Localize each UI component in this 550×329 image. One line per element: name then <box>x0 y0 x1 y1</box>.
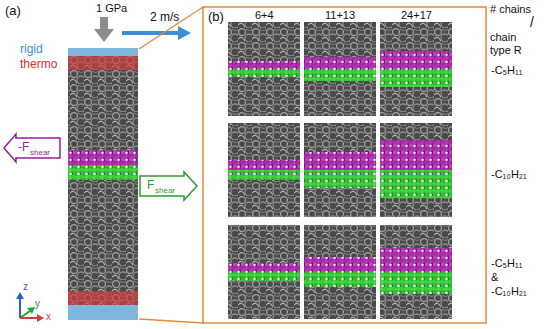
row-label: & <box>491 271 498 284</box>
column-header: 11+13 <box>325 9 355 22</box>
purple-chains <box>380 140 452 170</box>
snapshot <box>304 22 376 116</box>
axis-label: x <box>46 311 51 323</box>
velocity-arrow <box>122 31 180 35</box>
axis-label: z <box>23 281 28 293</box>
velocity-label: 2 m/s <box>150 11 179 25</box>
snapshot <box>228 22 300 116</box>
row-label: -C₁₀H₂₁ <box>491 285 527 298</box>
snapshot <box>304 225 376 319</box>
purple-chains <box>228 263 300 272</box>
thermo-layer <box>68 56 138 70</box>
purple-chains <box>380 51 452 69</box>
layer-label: rigid <box>20 43 43 57</box>
separator: / <box>530 14 534 30</box>
purple-chains <box>228 160 300 170</box>
green-chains <box>228 170 300 180</box>
purple-chains <box>228 61 300 69</box>
velocity-arrow <box>178 26 191 40</box>
axis-x <box>20 317 38 319</box>
rigid-layer <box>68 305 138 320</box>
column-header: 6+4 <box>255 9 274 22</box>
force-subscript: shear <box>155 186 175 195</box>
snapshot <box>228 123 300 217</box>
axis-z <box>19 298 21 318</box>
snapshot <box>380 123 452 217</box>
rigid-layer <box>68 48 138 56</box>
axis-y <box>20 311 30 318</box>
purple-chains <box>304 152 376 170</box>
axis-y <box>27 307 35 314</box>
layer-label: thermo <box>20 58 57 72</box>
green-chains <box>228 272 300 281</box>
snapshot <box>304 123 376 217</box>
force-subscript: shear <box>30 148 50 157</box>
load-arrow <box>94 29 114 42</box>
panel-letter: (b) <box>208 10 224 25</box>
panel-letter: (a) <box>5 4 21 19</box>
purple-chains <box>380 248 452 272</box>
force-label: F <box>147 179 154 193</box>
zoom-line <box>139 7 203 49</box>
row-label: -C₅H₁₁ <box>491 64 522 77</box>
axis-title: # chains <box>490 3 531 16</box>
thermo-texture <box>68 291 138 305</box>
zoom-line <box>139 319 203 323</box>
axis-label: y <box>35 298 40 310</box>
shear-arrow <box>4 134 60 162</box>
simulation-box <box>68 48 138 320</box>
row-label: -C₅H₁₁ <box>491 257 522 270</box>
panel-frame <box>203 7 486 323</box>
green-chains <box>304 69 376 81</box>
purple-chains <box>304 257 376 272</box>
load-label: 1 GPa <box>96 2 127 15</box>
load-arrow <box>100 17 108 29</box>
green-chains <box>228 69 300 77</box>
green-chains <box>380 69 452 87</box>
snapshot <box>380 22 452 116</box>
snapshot <box>228 225 300 319</box>
thermo-layer <box>68 291 138 305</box>
purple-chains <box>304 57 376 69</box>
shear-arrow <box>140 172 197 200</box>
axis-title: chain type R <box>490 31 536 56</box>
purple-chains <box>68 150 138 165</box>
green-chains <box>380 272 452 294</box>
axis-x <box>37 314 44 322</box>
force-label: -F <box>18 141 29 155</box>
green-chains <box>304 170 376 188</box>
row-label: -C₁₀H₂₁ <box>491 168 527 181</box>
green-chains <box>68 165 138 180</box>
column-header: 24+17 <box>401 9 432 22</box>
snapshot <box>380 225 452 319</box>
axis-z <box>16 292 24 299</box>
green-chains <box>304 272 376 287</box>
thermo-texture <box>68 56 138 70</box>
green-chains <box>380 170 452 198</box>
